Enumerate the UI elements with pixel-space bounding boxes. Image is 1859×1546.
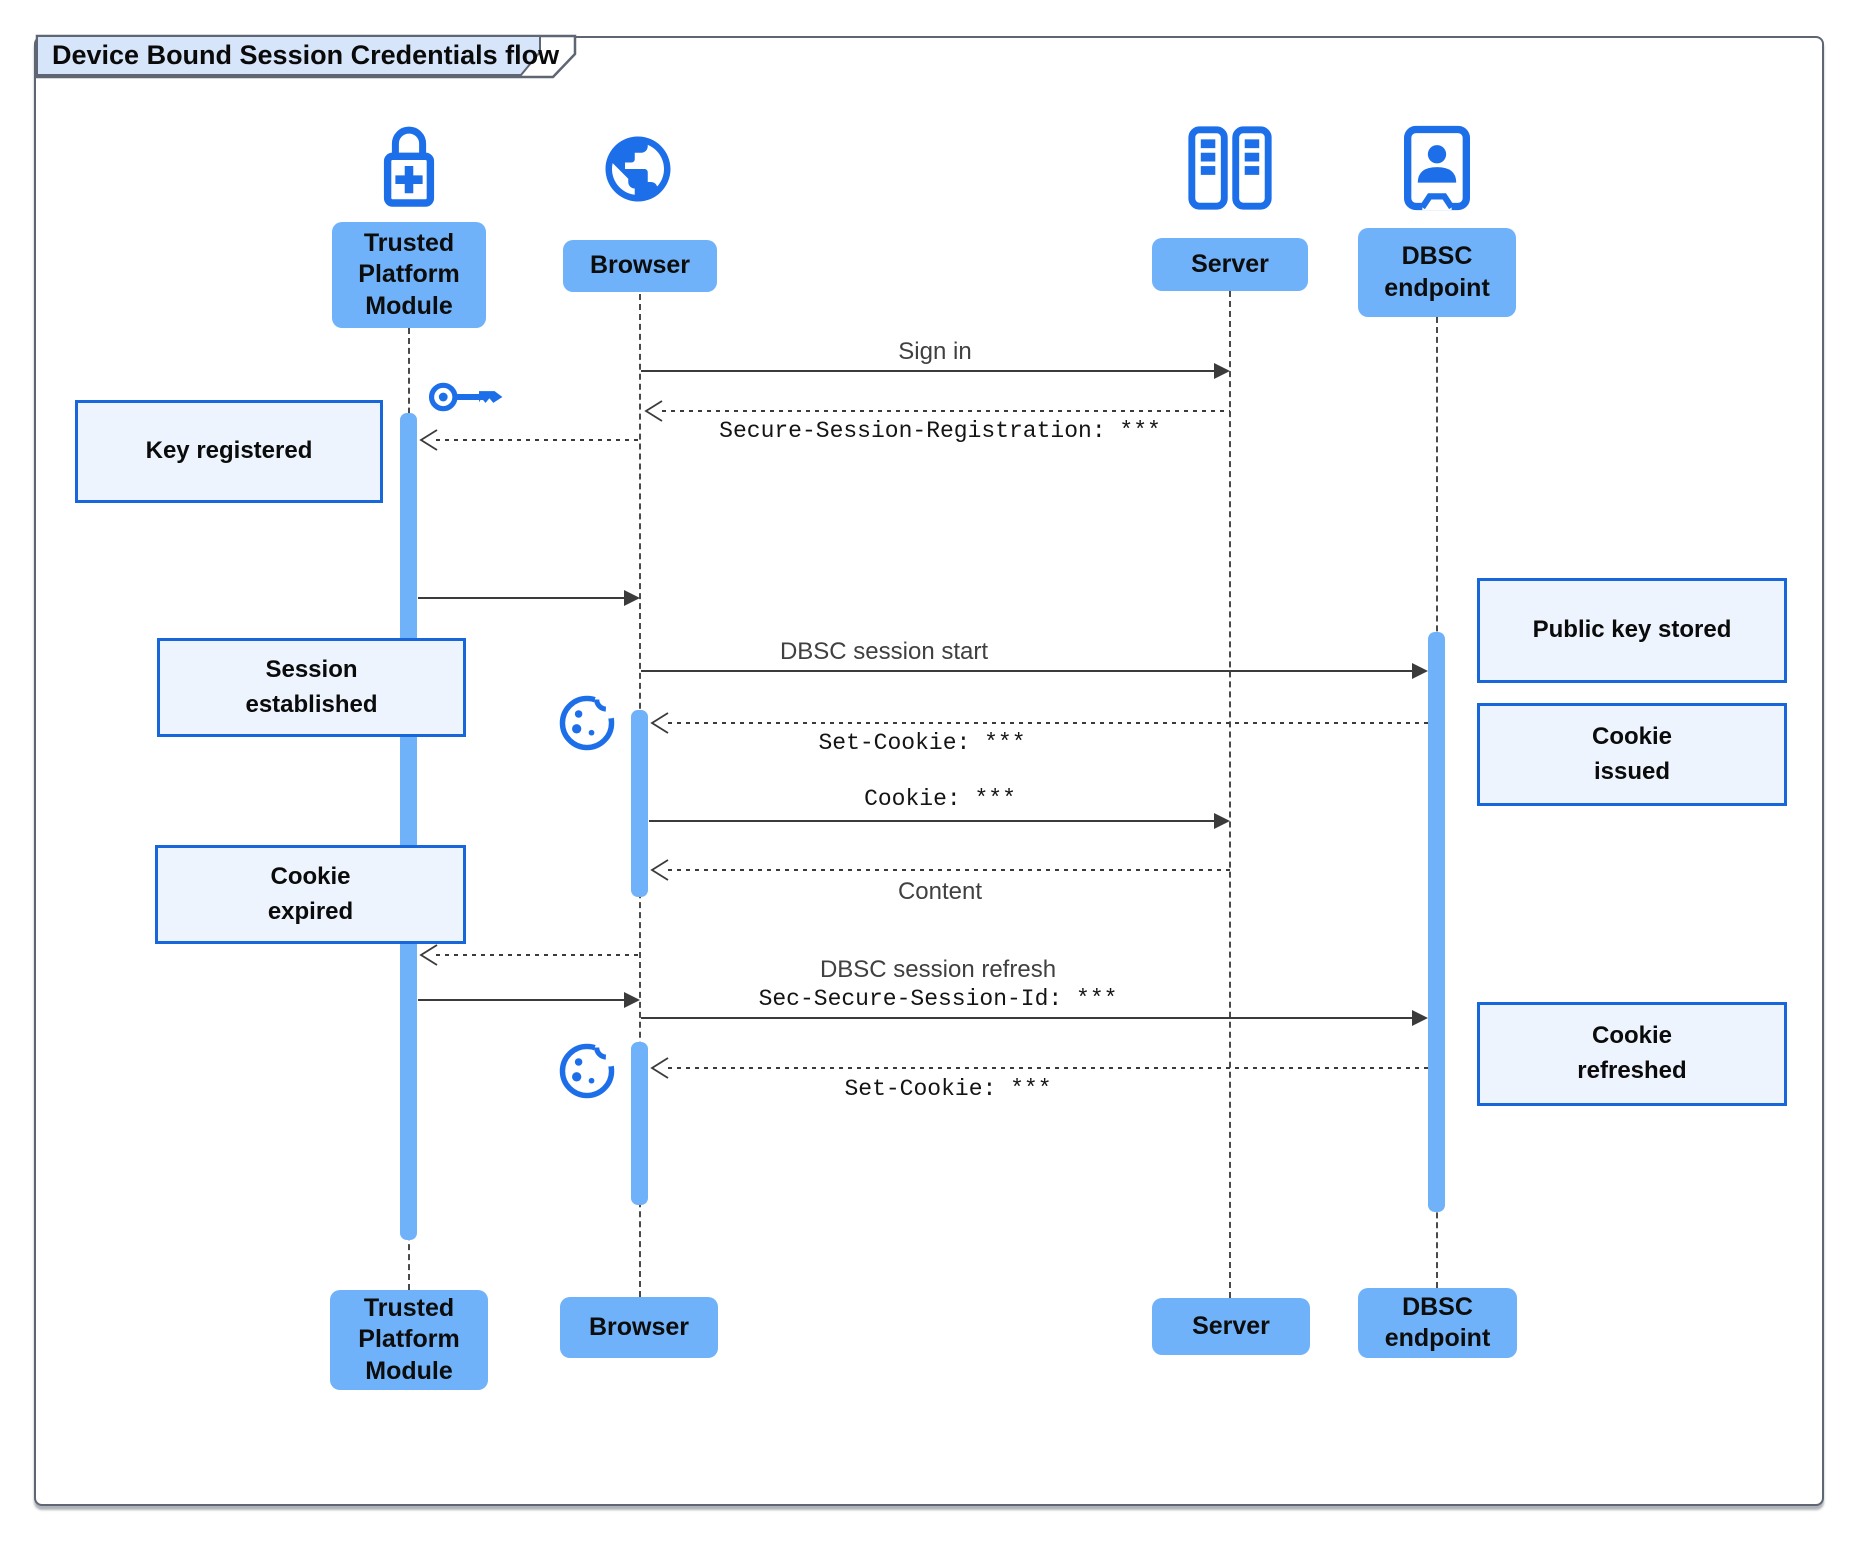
message-line (641, 370, 1215, 372)
message-label: Sign in (898, 338, 972, 365)
message-label: DBSC session start (779, 638, 989, 665)
activation-browser-2 (631, 1042, 648, 1205)
message-line (418, 597, 626, 599)
activation-dbsc (1428, 632, 1445, 1212)
actor-server-top: Server (1152, 238, 1308, 291)
actor-browser-top: Browser (563, 240, 717, 292)
message-line (662, 410, 1230, 412)
lock-plus-icon (374, 120, 444, 216)
message-label: Set-Cookie: *** (818, 730, 1026, 756)
arrowhead-icon (1412, 663, 1428, 679)
message-label: Sec-Secure-Session-Id: *** (758, 986, 1118, 1012)
actor-dbsc-bottom: DBSC endpoint (1358, 1288, 1517, 1358)
actor-tpm-bottom: Trusted Platform Module (330, 1290, 488, 1390)
arrowhead-icon (642, 399, 664, 423)
note-cookie-issued: Cookie issued (1477, 703, 1787, 806)
message-line (649, 820, 1215, 822)
message-line (641, 670, 1414, 672)
note-cookie-expired: Cookie expired (155, 845, 466, 944)
message-line (436, 439, 640, 441)
note-key-registered: Key registered (75, 400, 383, 503)
message-line (418, 999, 626, 1001)
arrowhead-icon (1412, 1010, 1428, 1026)
note-cookie-refreshed: Cookie refreshed (1477, 1002, 1787, 1106)
arrowhead-icon (648, 711, 670, 735)
arrowhead-icon (417, 943, 439, 967)
server-rack-icon (1184, 126, 1276, 210)
actor-dbsc-top: DBSC endpoint (1358, 228, 1516, 317)
actor-browser-bottom: Browser (560, 1297, 718, 1358)
note-session-established: Session established (157, 638, 466, 737)
message-label: Cookie: *** (864, 786, 1016, 812)
title-tab (34, 34, 594, 80)
note-public-key-stored: Public key stored (1477, 578, 1787, 683)
message-line (668, 1067, 1428, 1069)
activation-tpm (400, 413, 417, 1240)
arrowhead-icon (624, 590, 640, 606)
arrowhead-icon (624, 992, 640, 1008)
lifeline-server (1229, 291, 1231, 1298)
message-label: DBSC session refresh (819, 956, 1057, 983)
arrowhead-icon (1214, 363, 1230, 379)
cookie-icon (556, 1040, 618, 1102)
door-person-icon (1399, 124, 1475, 212)
key-icon (427, 374, 505, 420)
arrowhead-icon (648, 858, 670, 882)
message-line (668, 869, 1230, 871)
message-label: Content (897, 878, 983, 905)
message-line (641, 1017, 1414, 1019)
arrowhead-icon (1214, 813, 1230, 829)
message-line (436, 954, 640, 956)
message-label: Secure-Session-Registration: *** (719, 418, 1161, 444)
arrowhead-icon (648, 1056, 670, 1080)
diagram-title: Device Bound Session Credentials flow (52, 40, 560, 70)
message-line (668, 722, 1428, 724)
message-label: Set-Cookie: *** (844, 1076, 1052, 1102)
activation-browser-1 (631, 710, 648, 897)
globe-icon (599, 130, 677, 208)
actor-tpm-top: Trusted Platform Module (332, 222, 486, 328)
actor-server-bottom: Server (1152, 1298, 1310, 1355)
arrowhead-icon (417, 428, 439, 452)
cookie-icon (556, 692, 618, 754)
